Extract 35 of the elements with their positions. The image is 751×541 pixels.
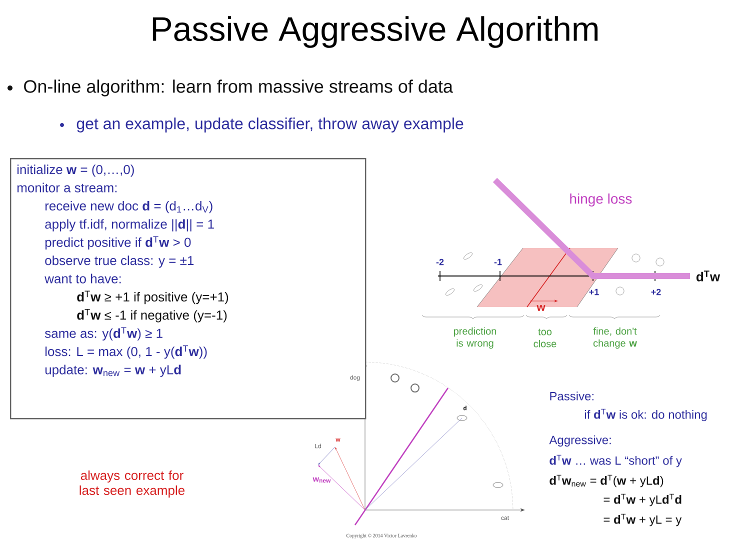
bullet-text: get an example, update classifier, throw away example xyxy=(76,118,464,132)
code-box xyxy=(10,158,366,420)
vector-label: w xyxy=(536,305,546,311)
code-line: want to have: xyxy=(44,274,121,284)
code-line: receive new doc d = (d$_{1}$…d$_{V}$) xyxy=(45,201,212,214)
vector-label: w$_{new}$ xyxy=(312,477,331,483)
heading-text: Passive: xyxy=(550,392,594,400)
code-line: monitor a stream: xyxy=(17,182,117,192)
tick-label: -2 xyxy=(436,258,444,266)
code-line: loss: L = max (0, 1 - y(d$^{T}$w)) xyxy=(45,345,207,359)
bullet-text: On-line algorithm: learn from massive streams of data xyxy=(24,80,453,96)
formula-text: = d$^{T}$w + yLd$^{T}$d xyxy=(604,494,682,506)
brace-label: too close xyxy=(534,328,556,348)
code-line: d$^{T}$w ≤ -1 if negative (y=-1) xyxy=(77,309,227,322)
code-line: observe true class: y = ±1 xyxy=(45,256,194,268)
tick-label: -1 xyxy=(494,258,502,266)
formula-text: if d$^{T}$w is ok: do nothing xyxy=(585,408,707,422)
formula-text: d$^{T}$w$_{new}$ = d$^{T}$(w + yLd) xyxy=(550,474,664,488)
code-line: initialize w = (0,…,0) xyxy=(17,164,134,177)
code-line: apply tf.idf, normalize ||d|| = 1 xyxy=(45,219,214,232)
formula-text: = d$^{T}$w + yL = y xyxy=(604,514,682,526)
code-line: d$^{T}$w ≥ +1 if positive (y=+1) xyxy=(77,290,228,304)
brace-label: prediction is wrong xyxy=(454,327,496,349)
formula-text: d$^{T}$w … was L “short” of y xyxy=(550,454,682,468)
note-text: always correct for last seen example xyxy=(80,470,184,498)
curve-label: hinge loss xyxy=(570,193,632,207)
brace-label: fine, don't change w xyxy=(593,327,637,349)
title: Passive Aggressive Algorithm xyxy=(152,16,598,48)
code-line: same as: y(d$^{T}$w) ≥ 1 xyxy=(44,327,162,341)
code-line: predict positive if d$^{T}$w > 0 xyxy=(45,236,191,250)
code-line: update: w$_{new}$ = w + yLd xyxy=(45,364,181,377)
tick-label: +1 xyxy=(589,288,599,296)
tick-label: +2 xyxy=(651,288,661,296)
axis-label: d$^{T}$w xyxy=(696,270,720,282)
heading-text: Aggressive: xyxy=(549,435,611,447)
